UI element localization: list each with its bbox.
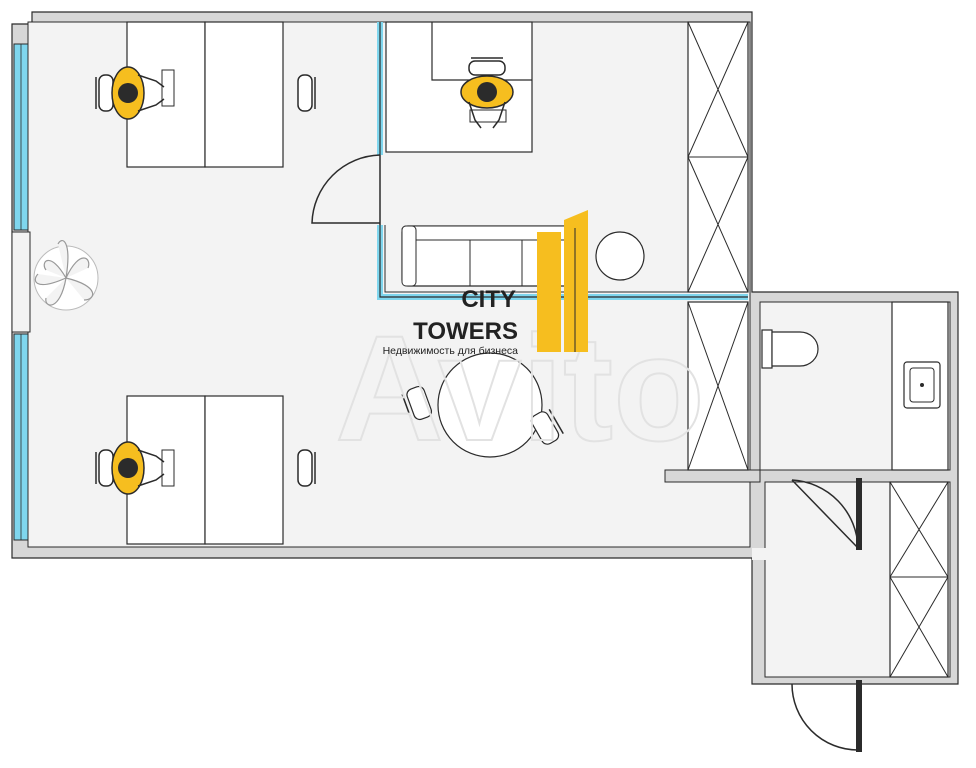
wardrobe-corridor bbox=[889, 481, 949, 678]
wardrobe-top bbox=[687, 21, 749, 293]
corridor-door-gap bbox=[752, 548, 766, 560]
wardrobe-middle bbox=[687, 301, 749, 471]
watermark: Avito bbox=[335, 304, 704, 472]
toilet bbox=[761, 329, 819, 369]
kitchen-counter bbox=[891, 301, 949, 471]
logo-line1: CITY bbox=[461, 286, 516, 313]
desk-cabinet bbox=[385, 21, 533, 153]
keyboard bbox=[469, 109, 507, 123]
cabinet-door bbox=[311, 154, 381, 225]
doors bbox=[311, 154, 862, 752]
logo-mark-right bbox=[564, 210, 588, 352]
city-towers-logo: CITY TOWERS Недвижимость для бизнеса bbox=[383, 210, 588, 357]
side-table bbox=[595, 231, 645, 281]
logo-tagline: Недвижимость для бизнеса bbox=[383, 345, 519, 357]
plant bbox=[33, 239, 99, 311]
keyboard bbox=[161, 449, 175, 487]
logo-mark-left bbox=[537, 232, 561, 352]
glass-partition bbox=[377, 22, 748, 300]
round-table bbox=[401, 352, 564, 458]
windows bbox=[11, 43, 31, 541]
entrance-door bbox=[791, 680, 862, 752]
keyboard bbox=[161, 69, 175, 107]
window-pier bbox=[11, 231, 31, 333]
sofa bbox=[401, 225, 579, 287]
bathroom-door bbox=[791, 478, 862, 550]
wardrobes bbox=[687, 21, 949, 678]
desk-top-left bbox=[95, 21, 316, 168]
desk-bottom-left bbox=[95, 395, 316, 545]
logo-line2: TOWERS bbox=[413, 318, 518, 345]
bathroom-fixtures bbox=[761, 301, 949, 471]
